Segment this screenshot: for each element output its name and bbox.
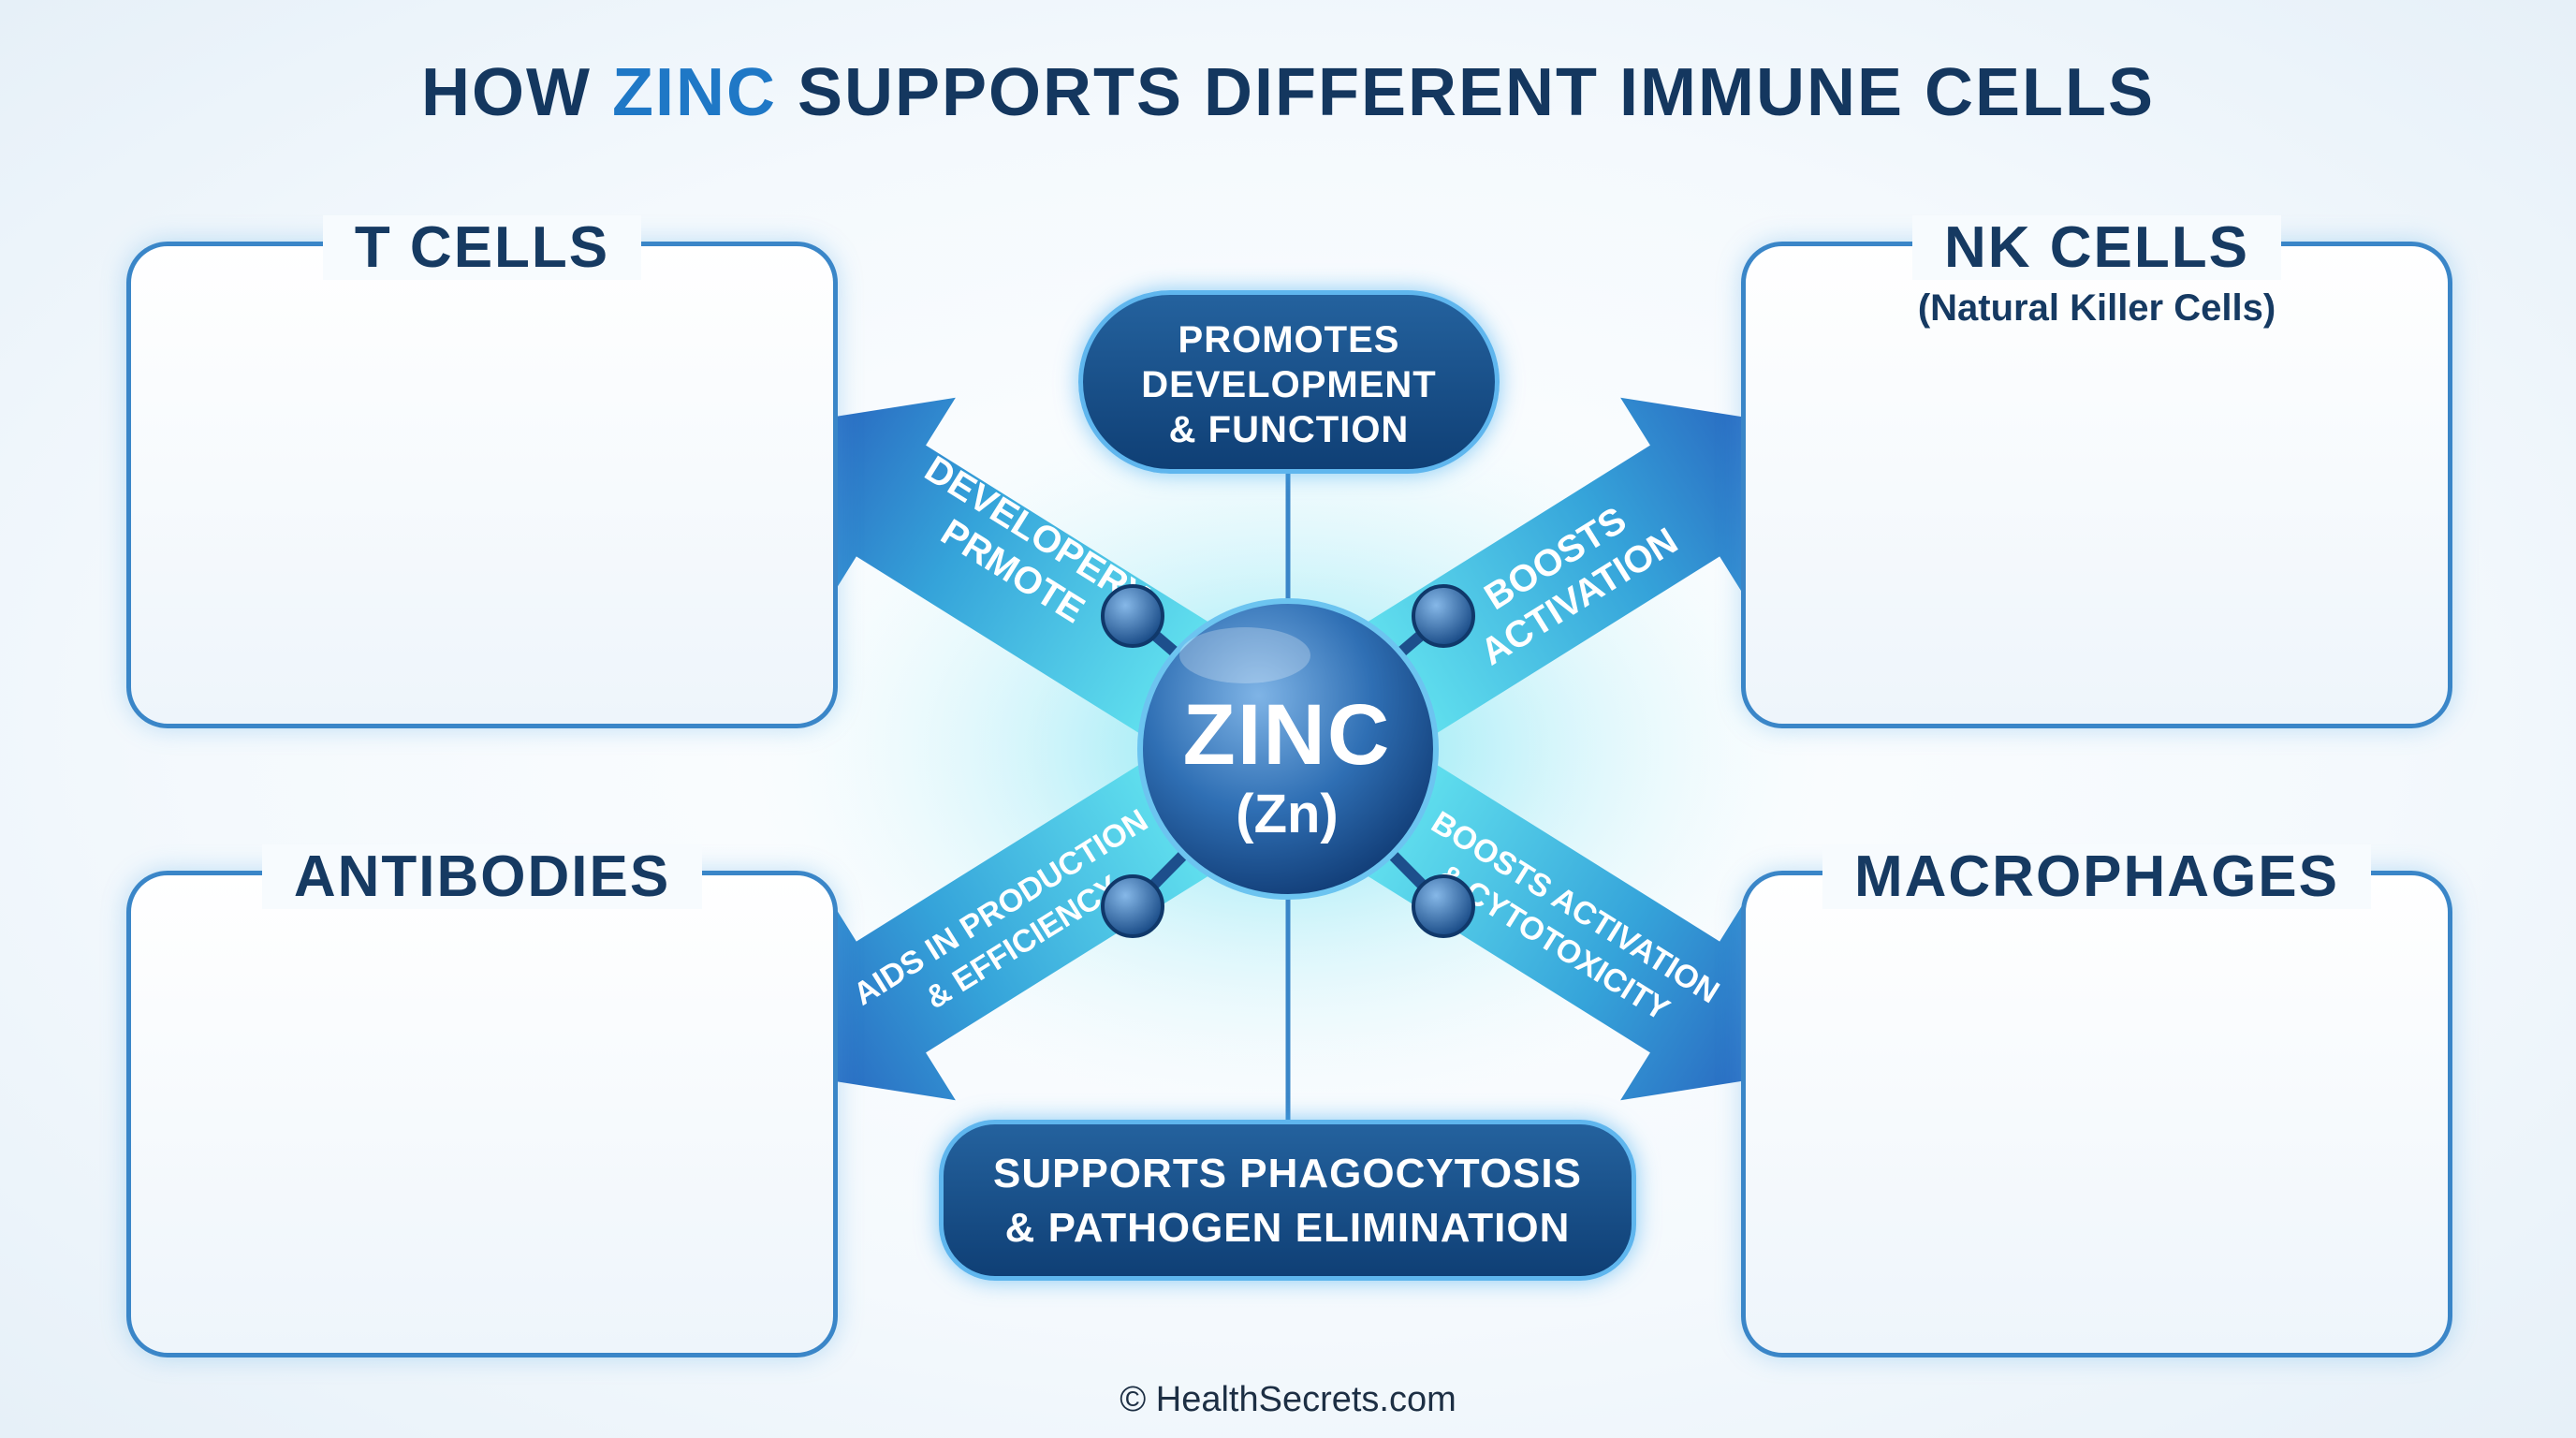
panel-t-cells: T CELLS: [126, 215, 838, 728]
molecule-node-top-right: [1412, 584, 1475, 648]
title-accent: ZINC: [611, 55, 777, 130]
molecule-node-bottom-right: [1412, 874, 1475, 938]
page-title: HOW ZINC SUPPORTS DIFFERENT IMMUNE CELLS: [0, 54, 2576, 131]
panel-subtitle-nk-cells: (Natural Killer Cells): [1917, 287, 2276, 329]
pill-top-line-3: & FUNCTION: [1168, 409, 1410, 450]
panel-title-t-cells: T CELLS: [131, 214, 833, 281]
panel-title-nk-cells: NK CELLS: [1746, 214, 2448, 281]
molecule-node-top-left: [1101, 584, 1164, 648]
pill-supports-phagocytosis: SUPPORTS PHAGOCYTOSIS & PATHOGEN ELIMINA…: [939, 1120, 1636, 1281]
pill-promotes-development: PROMOTES DEVELOPMENT & FUNCTION: [1078, 290, 1500, 474]
zinc-sphere: [1137, 598, 1439, 900]
panel-antibodies: ANTIBODIES: [126, 844, 838, 1357]
panel-title-macrophages: MACROPHAGES: [1746, 844, 2448, 910]
pill-bottom-line-2: & PATHOGEN ELIMINATION: [1004, 1205, 1571, 1251]
zinc-molecule: [1101, 584, 1475, 938]
title-suffix: SUPPORTS DIFFERENT IMMUNE CELLS: [776, 55, 2155, 130]
molecule-node-bottom-left: [1101, 874, 1164, 938]
panel-macrophages: MACROPHAGES: [1741, 844, 2452, 1357]
panel-nk-cells: NK CELLS (Natural Killer Cells): [1741, 215, 2452, 728]
copyright-credit: © HealthSecrets.com: [1120, 1380, 1456, 1419]
pill-top-line-2: DEVELOPMENT: [1141, 364, 1437, 405]
panel-title-antibodies: ANTIBODIES: [131, 844, 833, 910]
pill-bottom-line-1: SUPPORTS PHAGOCYTOSIS: [993, 1151, 1582, 1196]
pill-top-line-1: PROMOTES: [1178, 319, 1400, 360]
title-prefix: HOW: [421, 55, 612, 130]
